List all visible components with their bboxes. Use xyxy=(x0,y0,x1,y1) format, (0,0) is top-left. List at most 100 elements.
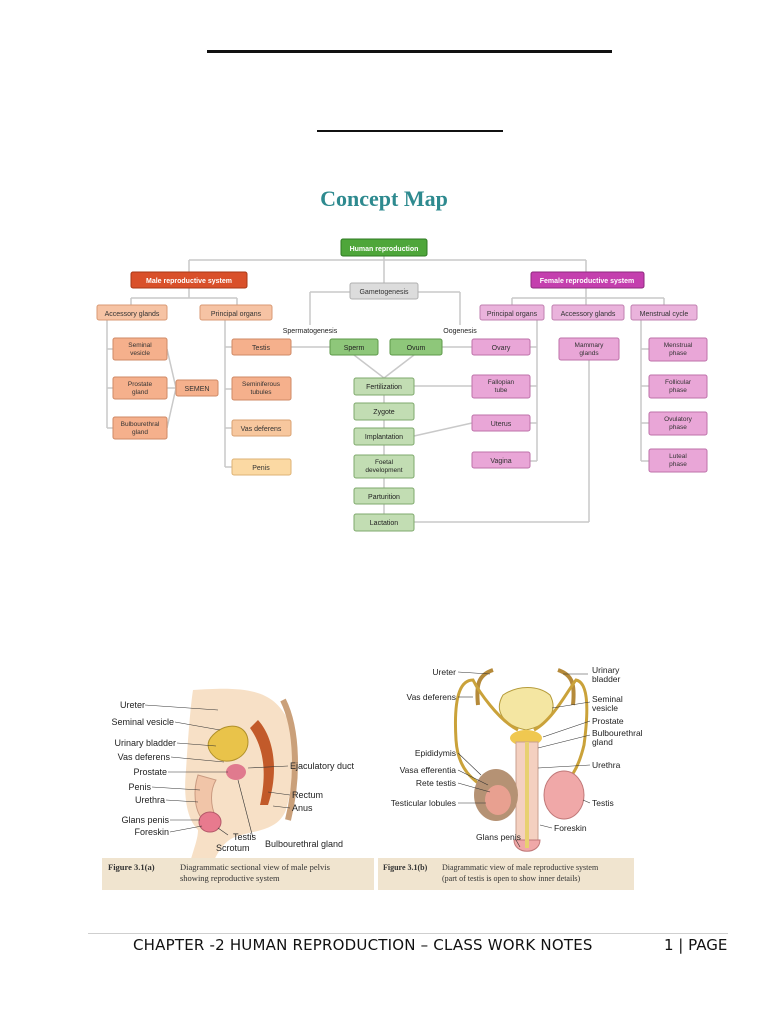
testis-shape xyxy=(198,811,222,833)
node-follicular-phase xyxy=(648,374,708,399)
fig-a-caption-line2: showing reproductive system xyxy=(180,873,280,883)
menstrual-phase-line1: Menstrual xyxy=(664,342,693,349)
fig-a-label-vas-deferens: Vas deferens xyxy=(118,752,171,762)
figure-3-1a: Ureter Seminal vesicle Urinary bladder V… xyxy=(102,688,374,890)
fig-b-label-seminal-vesicle: Seminal vesicle xyxy=(592,694,625,713)
node-penis xyxy=(231,458,292,476)
fig-a-label-testis: Testis xyxy=(233,832,257,842)
fig-a-label-rectum: Rectum xyxy=(292,790,323,800)
fig-b-label-glans-penis: Glans penis xyxy=(476,832,521,842)
bulbourethral-line1: Bulbourethral xyxy=(121,421,160,428)
fig-b-label-testicular-lobules: Testicular lobules xyxy=(391,798,456,808)
seminiferous-line1: Seminiferous xyxy=(242,381,281,388)
fig-a-label-seminal-vesicle: Seminal vesicle xyxy=(111,717,174,727)
fig-b-seminal-line1: Seminal xyxy=(592,694,623,704)
node-seminiferous-tubules xyxy=(231,376,292,401)
node-bulbourethral-gland xyxy=(112,416,168,440)
right-vas-deferens-shape xyxy=(533,678,589,792)
node-uterus-label: Uterus xyxy=(491,421,512,428)
node-ovum-label: Ovum xyxy=(407,345,426,352)
urethra-line xyxy=(525,742,529,848)
top-rule-short xyxy=(317,130,503,132)
node-vagina xyxy=(471,451,531,469)
fig-a-label-prostate: Prostate xyxy=(133,767,167,777)
fig-b-caption-label: Figure 3.1(b) xyxy=(383,863,428,872)
fig-a-label-scrotum: Scrotum xyxy=(216,843,250,853)
concept-map: Human reproduction Male reproductive sys… xyxy=(96,238,708,532)
node-semen-label: SEMEN xyxy=(185,386,210,393)
seminal-vesicle-line2: vesicle xyxy=(130,350,150,357)
node-menstrual-cycle-label: Menstrual cycle xyxy=(640,311,689,318)
fig-a-caption-line1: Diagrammatic sectional view of male pelv… xyxy=(180,862,330,872)
fig-b-label-vas-deferens: Vas deferens xyxy=(407,692,456,702)
fig-a-label-ureter: Ureter xyxy=(120,700,145,710)
node-female-principal-organs xyxy=(479,304,545,321)
node-zygote xyxy=(353,402,415,421)
fig-b-bulbo-line1: Bulbourethral xyxy=(592,728,643,738)
node-vas-deferens xyxy=(231,419,292,437)
node-lactation-label: Lactation xyxy=(370,520,399,527)
footer-page-number: 1 | PAGE xyxy=(664,936,728,954)
fig-b-label-vasa-efferentia: Vasa efferentia xyxy=(400,765,457,775)
node-ovulatory-phase xyxy=(648,411,708,436)
menstrual-phase-line2: phase xyxy=(669,350,687,357)
node-fertilization-label: Fertilization xyxy=(366,384,402,391)
fig-b-caption-box xyxy=(378,858,634,890)
rectum-shape xyxy=(250,720,274,805)
node-penis-label: Penis xyxy=(252,465,270,472)
node-mammary-glands xyxy=(558,337,620,361)
fig-b-label-bulbourethral-gland: Bulbourethral gland xyxy=(592,728,645,747)
luteal-line1: Luteal xyxy=(669,453,687,460)
top-rule-long xyxy=(207,50,612,53)
fig-a-label-urinary-bladder: Urinary bladder xyxy=(114,738,176,748)
prostate-line1: Prostate xyxy=(128,381,153,388)
left-testis-inner xyxy=(485,785,511,815)
fig-a-caption-box xyxy=(102,858,374,890)
node-implantation-label: Implantation xyxy=(365,434,403,441)
node-sperm-label: Sperm xyxy=(344,345,365,352)
fig-b-label-ureter: Ureter xyxy=(432,667,456,677)
node-implantation xyxy=(353,427,415,446)
node-semen xyxy=(175,379,219,397)
fig-b-label-prostate: Prostate xyxy=(592,716,624,726)
mammary-line1: Mammary xyxy=(575,342,605,349)
bulbourethral-line2: gland xyxy=(132,429,148,436)
node-fertilization xyxy=(353,377,415,396)
node-vas-deferens-label: Vas deferens xyxy=(241,426,282,433)
node-prostate-gland xyxy=(112,376,168,400)
fig-a-label-penis: Penis xyxy=(128,782,151,792)
right-ureter-shape xyxy=(557,668,576,706)
mammary-line2: glands xyxy=(579,350,599,357)
fig-b-urinary-line1: Urinary xyxy=(592,665,620,675)
node-luteal-phase xyxy=(648,448,708,473)
node-human-reproduction-label: Human reproduction xyxy=(350,246,419,253)
left-vas-deferens-shape xyxy=(453,678,519,792)
fig-b-label-urethra: Urethra xyxy=(592,760,621,770)
fig-b-label-testis: Testis xyxy=(592,798,614,808)
node-male-system-label: Male reproductive system xyxy=(146,278,232,285)
node-parturition-label: Parturition xyxy=(368,494,400,501)
fig-b-caption-line2: (part of testis is open to show inner de… xyxy=(442,874,581,883)
node-male-accessory-glands xyxy=(96,304,168,321)
node-human-reproduction xyxy=(340,238,428,257)
fig-b-label-urinary-bladder: Urinary bladder xyxy=(592,665,622,684)
fig-b-urinary-line2: bladder xyxy=(592,674,621,684)
figure-3-1b: Ureter Urinary bladder Vas deferens Semi… xyxy=(378,665,645,890)
prostate-shape xyxy=(226,764,246,780)
footer-divider xyxy=(88,933,728,934)
fallopian-line2: tube xyxy=(495,387,508,394)
luteal-line2: phase xyxy=(669,461,687,468)
node-gametogenesis-label: Gametogenesis xyxy=(359,289,409,296)
node-testis xyxy=(231,338,292,356)
node-testis-label: Testis xyxy=(252,345,270,352)
node-female-system-label: Female reproductive system xyxy=(540,278,635,285)
node-fallopian-tube xyxy=(471,374,531,399)
foetal-line2: development xyxy=(365,467,402,474)
page-title: Concept Map xyxy=(320,186,448,211)
